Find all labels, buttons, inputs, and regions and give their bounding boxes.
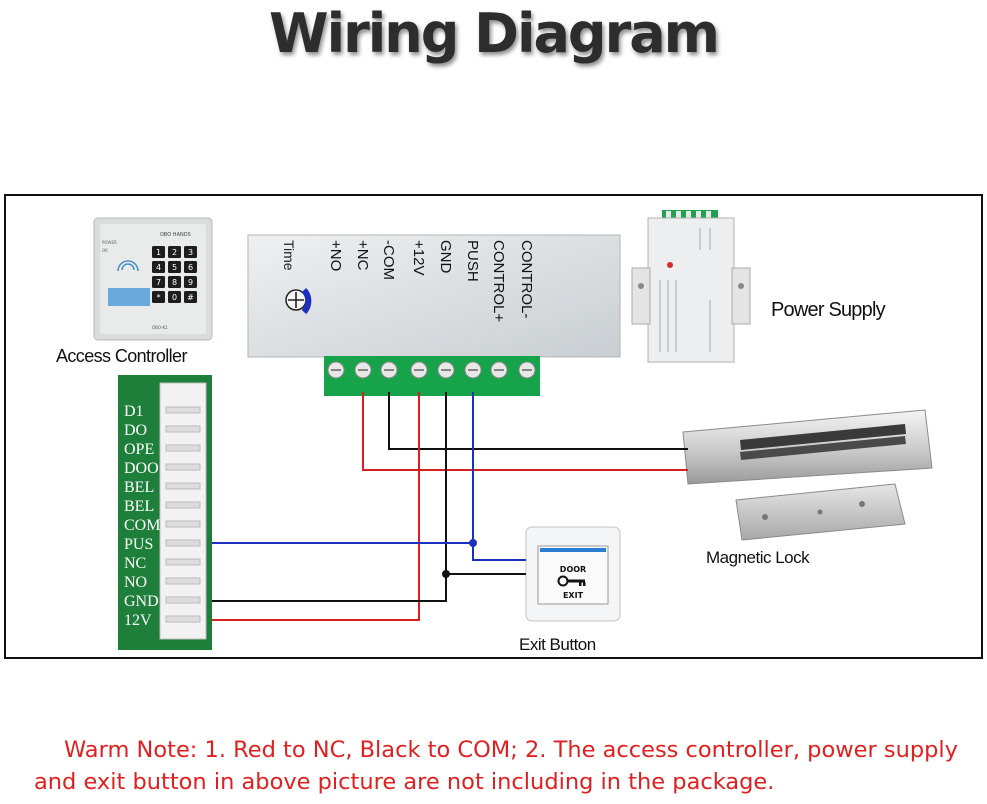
keypad-key: [168, 246, 181, 258]
board-pin-label: D1: [124, 403, 144, 420]
board-pin-label: PUS: [124, 536, 153, 553]
terminal-label: CONTROL-: [518, 240, 535, 318]
terminal-label: CONTROL+: [490, 240, 507, 322]
connector-pin: [165, 577, 201, 585]
connector-pin: [165, 406, 201, 414]
keypad-key-label: 1: [156, 248, 161, 257]
time-knob-icon: [285, 287, 312, 315]
red-wire-12v-to-board: [212, 392, 420, 621]
access-controller-keypad: POWER OK OBO HANDS 1 2 3 4 5 6 7 8 9 * 0 # OBO-K1: [93, 217, 213, 341]
exit-button-label: Exit Button: [519, 635, 596, 654]
key-icon: [557, 575, 586, 587]
blue-junction-dot: [469, 539, 477, 547]
terminal-label: +NO: [327, 240, 344, 271]
diagram-frame: [4, 194, 983, 659]
keypad-key-label: 3: [188, 248, 193, 257]
terminal-label: +NC: [354, 240, 371, 271]
exit-plate-door-text: DOOR: [560, 565, 586, 574]
rfid-wave-icon: [117, 260, 139, 272]
keypad-key-label: *: [157, 293, 161, 302]
connector-pin: [165, 482, 201, 490]
diagram-title: Wiring Diagram: [269, 2, 720, 65]
keypad-brand: OBO HANDS: [160, 232, 191, 238]
connector-pin: [165, 444, 201, 452]
board-pin-label: NO: [124, 574, 147, 591]
board-pin-label: NC: [124, 555, 146, 572]
board-pin-label: GND: [124, 593, 159, 610]
keypad-key: [184, 276, 197, 288]
keypad-keys: 1 2 3 4 5 6 7 8 9 * 0 #: [152, 246, 197, 303]
access-controller-label: Access Controller: [56, 346, 187, 366]
blue-wire-push-to-board: [212, 392, 474, 544]
board-pin-label: 12V: [124, 612, 152, 629]
connector-pin: [165, 463, 201, 471]
keypad-key: [168, 261, 181, 273]
keypad-key-label: 6: [188, 263, 193, 272]
terminal-label: GND: [437, 240, 454, 274]
keypad-key: [152, 261, 165, 273]
keypad-model: OBO-K1: [152, 325, 168, 330]
warm-note: Warm Note: 1. Red to NC, Black to COM; 2…: [34, 734, 974, 798]
warm-note-line-1: Warm Note: 1. Red to NC, Black to COM; 2…: [64, 737, 958, 763]
connector-pin: [165, 539, 201, 547]
red-wire-nc-to-lock: [362, 392, 688, 471]
keypad-key-label: 0: [172, 293, 177, 302]
keypad-key-label: 2: [172, 248, 177, 257]
black-wire-gnd-to-board: [212, 392, 447, 602]
terminal-screws: [327, 361, 536, 379]
power-supply-unit: Time +NO +NC -COM +12V GND PUSH CONTROL+ CONTRO…: [247, 234, 621, 396]
connector-pin: [165, 558, 201, 566]
keypad-key: [184, 261, 197, 273]
indicator-power-label: POWER: [102, 240, 117, 245]
keypad-key: [168, 276, 181, 288]
keypad-key: [152, 246, 165, 258]
board-pin-label: DOO: [124, 460, 159, 477]
keypad-key-label: 7: [156, 278, 161, 287]
blue-wire-push-to-exit: [472, 543, 526, 561]
terminal-labels: +NO +NC -COM +12V GND PUSH CONTROL+ CONTROL-: [327, 240, 535, 322]
board-pin-label: BEL: [124, 479, 154, 496]
connector-pin: [165, 615, 201, 623]
keypad-key: [168, 291, 181, 303]
connector-pin: [165, 596, 201, 604]
board-pin-label: DO: [124, 422, 147, 439]
keypad-key: [184, 291, 197, 303]
board-pin-label: OPE: [124, 441, 154, 458]
power-supply-device: [631, 210, 751, 363]
connector-pin: [165, 520, 201, 528]
connector-pin: [165, 501, 201, 509]
exit-button-device: DOOR EXIT: [525, 526, 621, 622]
board-pin-label: BEL: [124, 498, 154, 515]
card-area-icon: [108, 288, 150, 306]
indicator-ok-label: OK: [102, 248, 108, 253]
time-label: Time: [281, 240, 297, 271]
keypad-key-label: 5: [172, 263, 177, 272]
magnetic-lock: [682, 409, 933, 541]
power-supply-label: Power Supply: [771, 299, 886, 321]
keypad-key: [152, 291, 165, 303]
magnetic-lock-label: Magnetic Lock: [706, 548, 810, 567]
connector-pin: [165, 425, 201, 433]
terminal-label: -COM: [380, 240, 397, 280]
exit-plate-exit-text: EXIT: [563, 591, 584, 600]
keypad-key-label: #: [187, 293, 194, 302]
board-pin-label: COM: [124, 517, 160, 534]
keypad-key-label: 4: [156, 263, 161, 272]
keypad-key-label: 8: [172, 278, 177, 287]
keypad-key: [184, 246, 197, 258]
black-wire-com-to-lock: [388, 392, 688, 450]
keypad-key: [152, 276, 165, 288]
black-junction-dot: [442, 570, 450, 578]
warm-note-line-2: and exit button in above picture are not…: [34, 769, 775, 795]
keypad-key-label: 9: [188, 278, 193, 287]
terminal-label: PUSH: [464, 240, 481, 282]
terminal-label: +12V: [410, 240, 427, 275]
